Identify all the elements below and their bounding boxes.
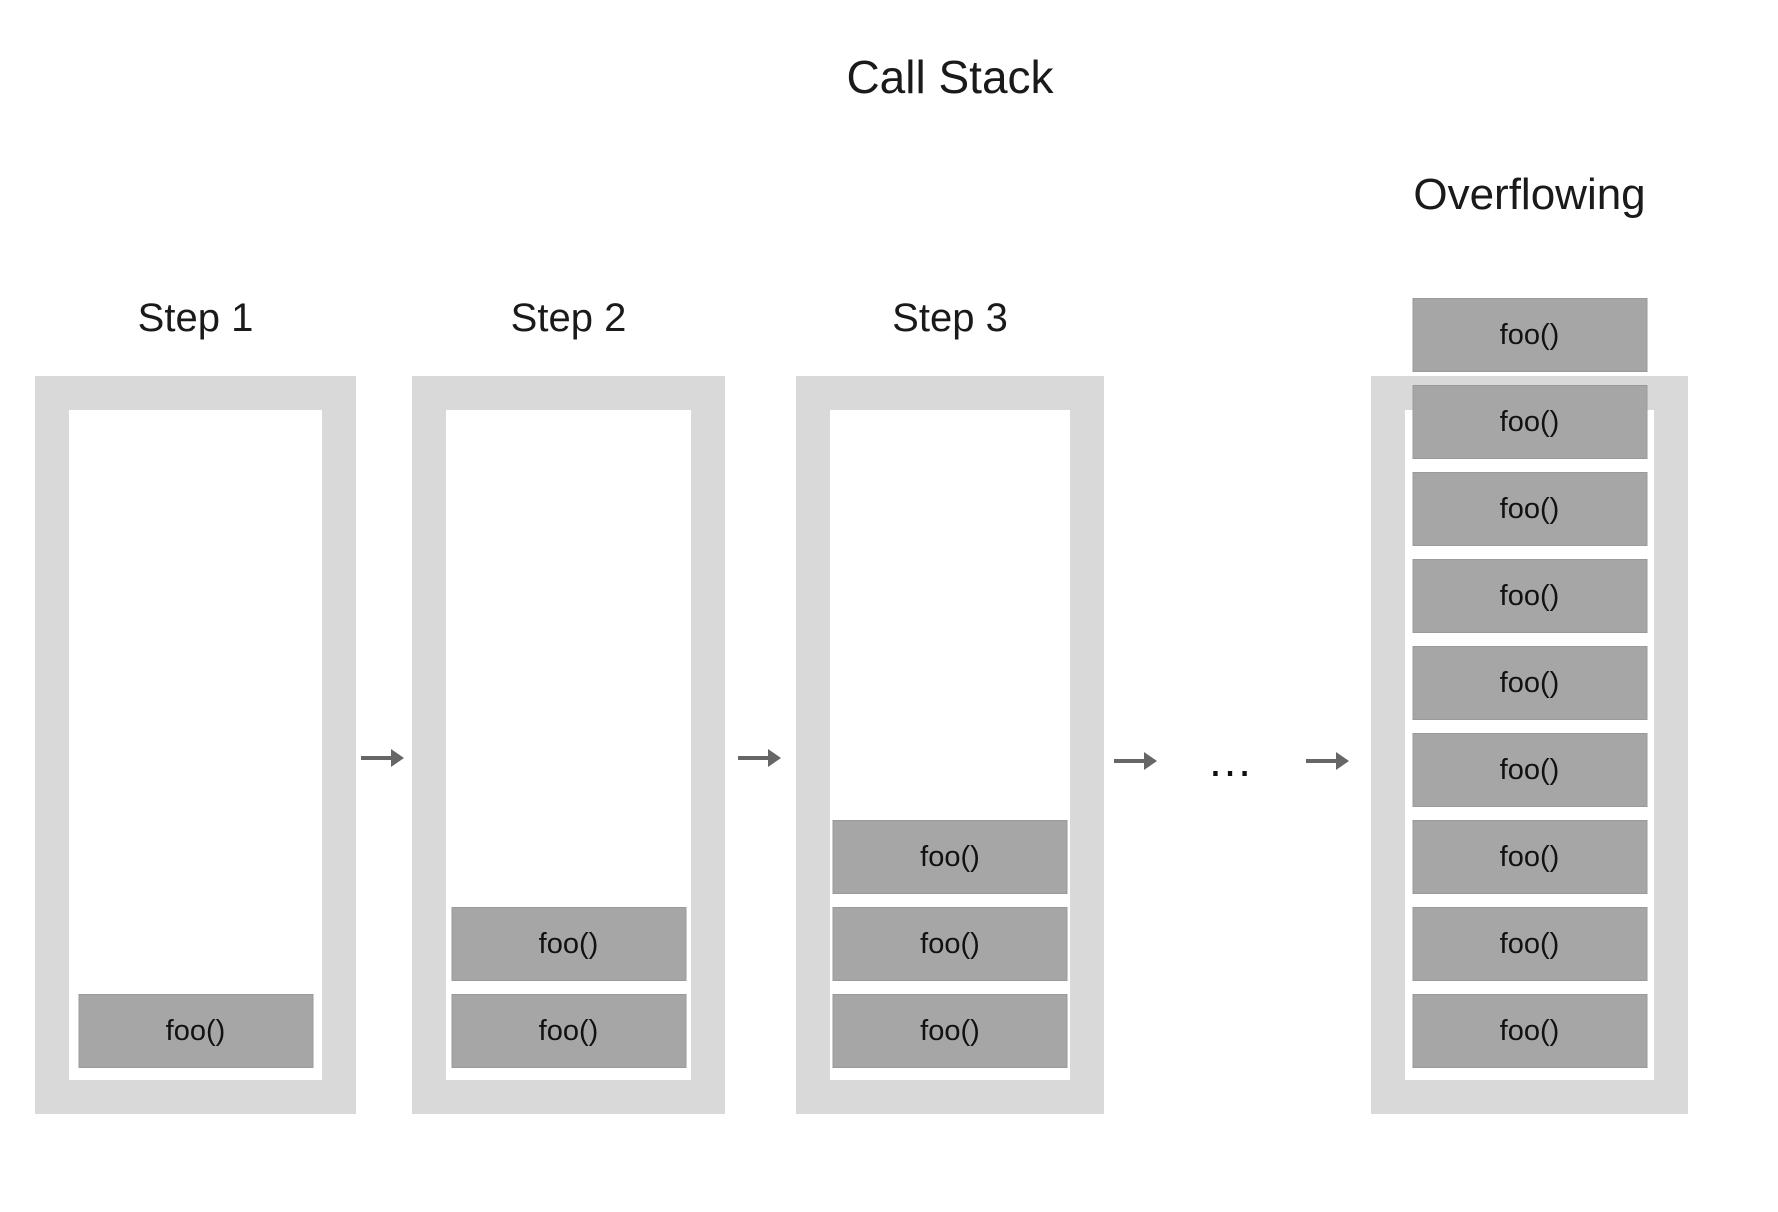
stack-step-2: Step 2 foo()foo() — [412, 0, 725, 1212]
stack-overflowing: Overflowing foo()foo()foo()foo()foo()foo… — [1371, 0, 1688, 1212]
stack-step-3: Step 3 foo()foo()foo() — [796, 0, 1104, 1212]
stack-frame: foo() — [1412, 298, 1647, 372]
overflowing-container — [1371, 376, 1688, 1114]
overflowing-inner-area — [1405, 410, 1654, 1080]
stack-step-1: Step 1 foo() — [35, 0, 356, 1212]
right-arrow-icon — [1114, 752, 1157, 770]
step-2-inner-area — [446, 410, 691, 1080]
step-3-inner-area — [830, 410, 1070, 1080]
step-1-inner-area — [69, 410, 322, 1080]
step-1-label: Step 1 — [137, 296, 254, 340]
diagram-title: Call Stack — [846, 51, 1054, 103]
overflowing-label: Overflowing — [1413, 170, 1646, 219]
step-2-label: Step 2 — [510, 296, 627, 340]
step-2-container — [412, 376, 725, 1114]
right-arrow-icon — [1306, 752, 1349, 770]
right-arrow-icon — [738, 749, 781, 767]
step-3-label: Step 3 — [892, 296, 1008, 340]
right-arrow-icon — [361, 749, 404, 767]
ellipsis-between-steps: … — [1207, 734, 1255, 786]
step-3-container — [796, 376, 1104, 1114]
step-1-container — [35, 376, 356, 1114]
